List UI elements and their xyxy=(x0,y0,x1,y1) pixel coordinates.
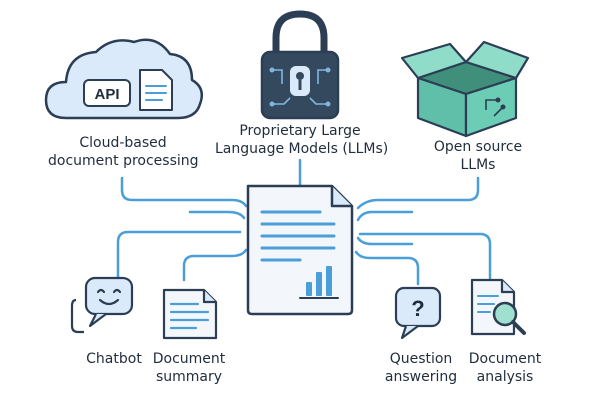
label-line: Language Models (LLMs) xyxy=(215,141,389,157)
connector-lines xyxy=(116,158,492,286)
label-line: Cloud-based xyxy=(79,135,167,151)
label-document-summary: Document summary xyxy=(144,350,234,386)
label-line: Proprietary Large xyxy=(239,123,361,139)
api-badge: API xyxy=(94,86,119,103)
connector-opensource xyxy=(356,176,480,210)
label-line: Question xyxy=(389,351,453,367)
label-document-analysis: Document analysis xyxy=(460,350,550,386)
label-line: LLMs xyxy=(460,157,496,173)
label-cloud-processing: Cloud-based document processing xyxy=(48,134,199,170)
connector-question xyxy=(354,250,420,286)
label-line: document processing xyxy=(48,153,199,169)
padlock-icon xyxy=(260,10,340,120)
document-chart-icon xyxy=(246,184,354,316)
document-magnifier-icon xyxy=(470,278,526,336)
open-box-icon xyxy=(400,40,530,138)
label-proprietary-llms: Proprietary Large Language Models (LLMs) xyxy=(215,122,389,158)
connector-analysis xyxy=(358,232,492,280)
connector-mid-right-top xyxy=(356,210,414,222)
cloud-api-icon: API xyxy=(44,38,203,120)
label-line: Document xyxy=(152,351,226,367)
connector-mid-left-top xyxy=(188,210,246,220)
label-open-source-llms: Open source LLMs xyxy=(408,138,548,174)
label-line: answering xyxy=(384,369,458,385)
document-summary-icon xyxy=(162,288,218,340)
question-mark-glyph: ? xyxy=(411,296,424,321)
label-line: Chatbot xyxy=(86,351,142,367)
question-bubble-icon: ? xyxy=(394,286,442,340)
label-question-answering: Question answering xyxy=(376,350,466,386)
connector-chatbot xyxy=(116,230,242,282)
label-line: Document xyxy=(468,351,542,367)
connector-mid-right-bottom xyxy=(356,236,414,246)
label-line: summary xyxy=(155,369,223,385)
label-line: analysis xyxy=(476,369,534,385)
label-chatbot: Chatbot xyxy=(64,350,164,368)
label-line: Open source xyxy=(433,139,523,155)
chat-bubble-icon xyxy=(70,276,134,334)
connector-cloud xyxy=(120,176,248,208)
connector-summary xyxy=(182,248,248,282)
